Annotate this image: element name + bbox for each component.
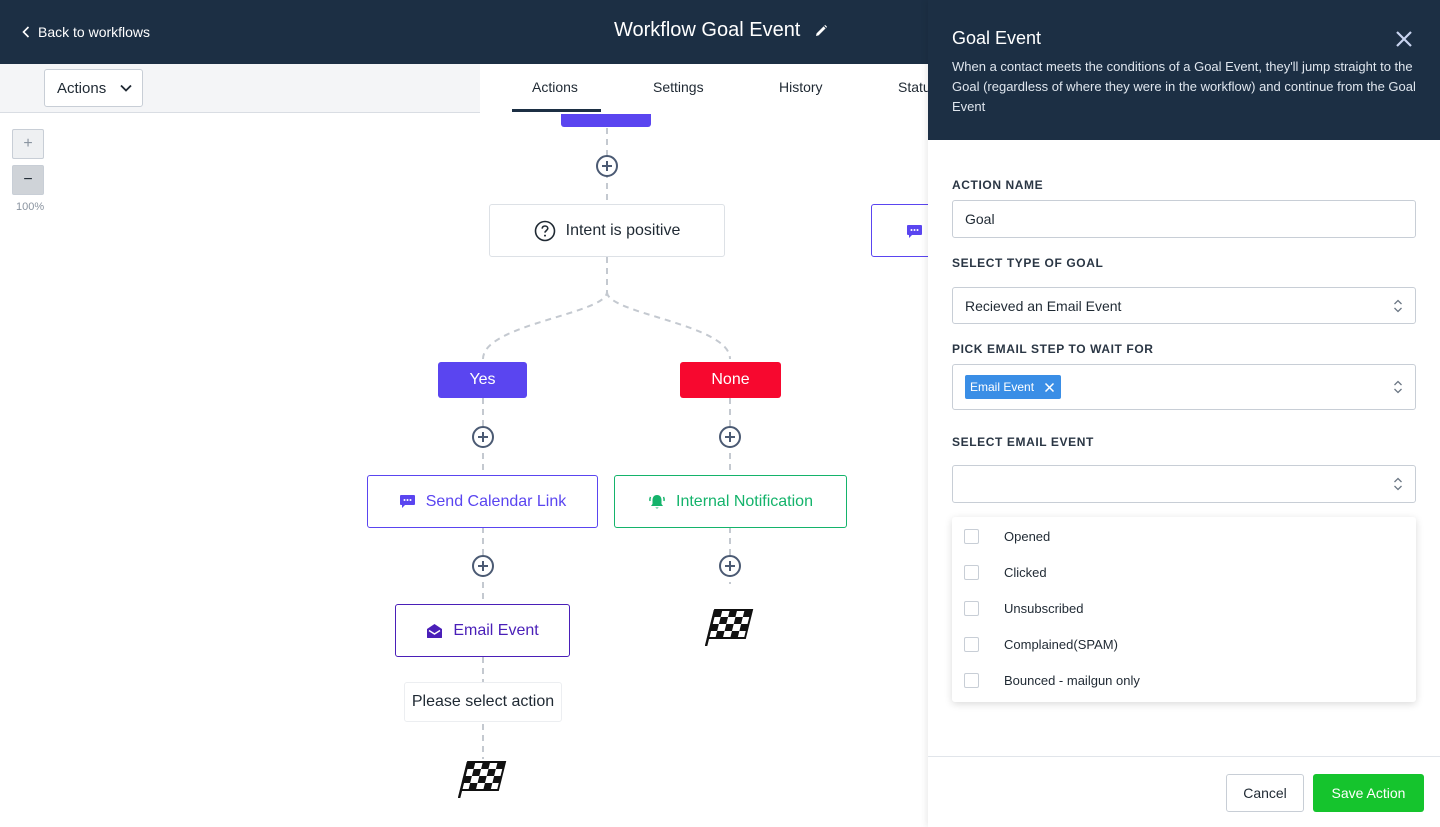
panel-header: Goal Event When a contact meets the cond… (928, 0, 1440, 140)
email-event-select[interactable] (952, 465, 1416, 503)
email-step-select[interactable]: Email Event (952, 364, 1416, 410)
zoom-in-button[interactable]: + (12, 129, 44, 159)
option-label: Opened (1004, 528, 1051, 544)
add-step-icon[interactable] (471, 425, 495, 449)
please-select-action-node[interactable]: Please select action (404, 682, 562, 722)
action-name-label: ACTION NAME (952, 178, 1044, 192)
add-step-icon[interactable] (595, 154, 619, 178)
option-label: Clicked (1004, 564, 1047, 580)
condition-node-label: Intent is positive (565, 221, 681, 239)
tab-history[interactable]: History (779, 79, 823, 95)
chevron-left-icon (22, 26, 30, 38)
cancel-button[interactable]: Cancel (1226, 774, 1304, 812)
add-step-icon[interactable] (718, 554, 742, 578)
goal-event-panel: Goal Event When a contact meets the cond… (928, 0, 1440, 827)
goal-flag-icon (458, 761, 507, 798)
workflow-tabs: Actions Settings History Statu (480, 64, 931, 113)
select-arrows-icon (1394, 299, 1402, 312)
active-tab-indicator (512, 109, 601, 112)
select-arrows-icon (1394, 380, 1402, 394)
option-opened[interactable]: Opened (952, 518, 1416, 554)
branch-yes[interactable]: Yes (438, 362, 527, 398)
back-to-workflows-link[interactable]: Back to workflows (22, 22, 150, 42)
pencil-icon[interactable] (814, 24, 828, 38)
select-arrows-icon (1394, 477, 1402, 491)
remove-chip-icon[interactable] (1044, 382, 1055, 393)
add-step-icon[interactable] (471, 554, 495, 578)
please-select-action-label: Please select action (411, 693, 555, 710)
option-label: Complained(SPAM) (1004, 636, 1118, 652)
tab-status[interactable]: Statu (898, 79, 931, 95)
panel-description: When a contact meets the conditions of a… (952, 59, 1416, 114)
workflow-toolbar: Actions Actions Settings History Statu (0, 64, 931, 113)
email-event-chip-label: Email Event (970, 380, 1035, 394)
add-step-icon[interactable] (718, 425, 742, 449)
option-bounced[interactable]: Bounced - mailgun only (952, 662, 1416, 698)
email-step-label: PICK EMAIL STEP TO WAIT FOR (952, 342, 1154, 356)
send-calendar-link-node[interactable]: Send Calendar Link (367, 475, 598, 528)
actions-dropdown[interactable]: Actions (44, 69, 143, 107)
workflow-title-text: Workflow Goal Event (614, 19, 801, 41)
condition-node[interactable]: Intent is positive (489, 204, 725, 257)
previous-action-node[interactable] (561, 114, 651, 127)
checkbox[interactable] (964, 564, 979, 580)
checkbox[interactable] (964, 672, 979, 688)
zoom-level: 100% (16, 201, 45, 213)
bell-icon (649, 494, 665, 508)
chat-icon (907, 225, 922, 238)
branch-none[interactable]: None (680, 362, 781, 398)
goal-type-label: SELECT TYPE OF GOAL (952, 256, 1104, 270)
panel-title: Goal Event (952, 28, 1042, 48)
chevron-down-icon (120, 84, 132, 92)
checkbox[interactable] (964, 600, 979, 616)
question-icon (534, 220, 555, 241)
actions-dropdown-label: Actions (57, 79, 107, 97)
envelope-open-icon (427, 623, 443, 638)
email-event-options: Opened Clicked Unsubscribed Complained(S… (952, 517, 1416, 702)
workflow-title: Workflow Goal Event (614, 19, 828, 42)
option-label: Bounced - mailgun only (1004, 672, 1140, 688)
action-name-value: Goal (965, 211, 995, 227)
goal-flag-icon (705, 609, 754, 646)
option-complained[interactable]: Complained(SPAM) (952, 626, 1416, 662)
email-event-node[interactable]: Email Event (395, 604, 570, 657)
zoom-out-button[interactable]: − (12, 165, 44, 195)
close-icon[interactable] (1393, 28, 1415, 50)
option-label: Unsubscribed (1004, 600, 1084, 616)
back-link-label: Back to workflows (38, 24, 151, 40)
email-event-chip: Email Event (965, 375, 1062, 399)
chat-icon (399, 494, 415, 508)
email-event-node-label: Email Event (453, 621, 539, 639)
option-unsubscribed[interactable]: Unsubscribed (952, 590, 1416, 626)
option-clicked[interactable]: Clicked (952, 554, 1416, 590)
internal-notification-node[interactable]: Internal Notification (614, 475, 847, 528)
workflow-canvas[interactable]: Intent is positive Yes None Send Calenda… (0, 114, 941, 827)
panel-footer: Cancel Save Action (928, 756, 1440, 827)
internal-notification-label: Internal Notification (676, 492, 813, 510)
action-name-input[interactable]: Goal (952, 200, 1416, 238)
tab-actions[interactable]: Actions (532, 79, 578, 95)
checkbox[interactable] (964, 528, 979, 544)
tab-settings[interactable]: Settings (653, 79, 704, 95)
save-action-button[interactable]: Save Action (1313, 774, 1424, 812)
goal-type-select[interactable]: Recieved an Email Event (952, 287, 1416, 324)
send-calendar-link-label: Send Calendar Link (425, 492, 567, 510)
goal-type-value: Recieved an Email Event (965, 297, 1122, 314)
email-event-label: SELECT EMAIL EVENT (952, 435, 1094, 449)
checkbox[interactable] (964, 636, 979, 652)
